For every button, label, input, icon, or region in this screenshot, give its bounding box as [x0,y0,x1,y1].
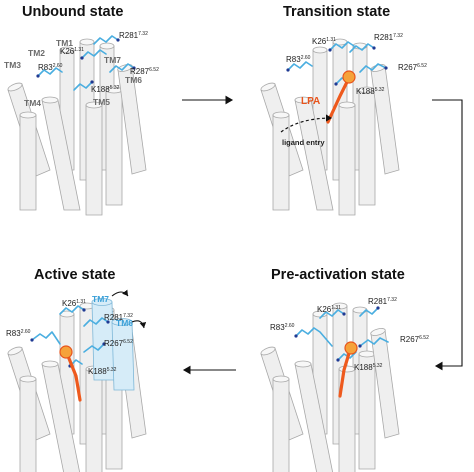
unbound-r83-label: R832.60 [38,63,63,72]
transition-ligand-entry-label: ligand entry [282,138,325,147]
unbound-tm7-label: TM7 [104,55,121,65]
unbound-residue-chains [36,35,136,91]
transition-r83-label: R832.60 [286,55,311,64]
active-lpa-head [59,345,73,359]
preactivation-lpa-tail [338,348,352,398]
preactivation-r83-chain [295,327,333,347]
active-r281-chain [83,317,109,327]
unbound-r281-label: R2817.32 [119,31,148,40]
unbound-r281-chain [93,35,119,45]
unbound-k26-chain [81,49,107,59]
arrow-transition-to-preactivation [432,99,463,371]
preactivation-k188-label: K1885.32 [354,363,383,372]
preactivation-r267-label: R2676.52 [400,335,429,344]
active-k188-label: K1885.32 [88,367,117,376]
transition-ligand-entry-arrow [280,114,333,133]
active-tm6-label: TM6 [116,318,133,328]
active-r267-chain [83,343,105,353]
active-k26-label: K261.31 [62,299,86,308]
active-tm7-label: TM7 [92,294,109,304]
unbound-tm6-label: TM6 [125,75,142,85]
unbound-tm1-label: TM1 [56,38,73,48]
preactivation-r281-chain [359,307,379,317]
active-r267-label: R2676.52 [104,339,133,348]
panel-preactivation: Pre-activation state K261.31 R2817.32 R2… [259,267,429,472]
transition-k26-label: K261.31 [312,37,336,46]
unbound-state-title: Unbound state [22,4,124,20]
unbound-helix-bundle [6,38,147,216]
transition-k188-label: K1885.32 [356,87,385,96]
unbound-k26-label: K261.31 [60,47,84,56]
active-tm7-motion-arrow [111,289,129,297]
unbound-tm5-label: TM5 [93,97,110,107]
preactivation-lpa-head [344,341,358,355]
transition-r267-chain [359,63,387,73]
transition-helix-bundle [259,38,400,216]
active-tm6-highlight [111,321,135,391]
active-state-title: Active state [34,267,115,283]
transition-residue-chains [286,41,388,86]
transition-lpa-label: LPA [301,96,320,107]
active-r83-chain [31,331,61,345]
preactivation-state-title: Pre-activation state [271,267,405,283]
transition-lpa-tail [326,78,350,124]
unbound-tm2-label: TM2 [28,48,45,58]
panel-unbound: Unbound state TM1 TM2 TM3 TM4 TM5 TM6 TM… [4,4,159,216]
panel-active: Active state TM7 TM6 K261.31 R2817.32 R2… [6,267,147,472]
transition-r281-label: R2817.32 [374,33,403,42]
unbound-r83-chain [37,67,63,77]
unbound-k188-label: K1885.32 [91,85,120,94]
preactivation-residue-chains [294,306,389,362]
unbound-tm3-label: TM3 [4,60,21,70]
unbound-k188-chain [73,81,93,91]
active-r83-label: R832.60 [6,329,31,338]
preactivation-r267-chain [359,337,389,347]
unbound-r287-label: R2876.52 [130,67,159,76]
unbound-r287-chain [109,63,135,73]
active-lpa-tail [66,354,82,402]
active-residue-chains [30,305,110,368]
unbound-tm4-label: TM4 [24,98,41,108]
transition-r267-label: R2676.52 [398,63,427,72]
preactivation-r281-label: R2817.32 [368,297,397,306]
transition-k26-chain [329,41,355,51]
transition-state-title: Transition state [283,4,390,20]
panel-transition: Transition state K261.31 R2817.32 R2676.… [259,4,427,216]
preactivation-r83-label: R832.60 [270,323,295,332]
preactivation-k26-chain [319,309,345,319]
active-tm6-motion-arrow [131,320,147,329]
transition-lpa-head [342,70,356,84]
active-k26-chain [59,305,85,315]
preactivation-k26-label: K261.31 [317,305,341,314]
transition-r83-chain [287,61,313,71]
transition-r281-chain [349,43,375,53]
active-r281-label: R2817.32 [104,313,133,322]
